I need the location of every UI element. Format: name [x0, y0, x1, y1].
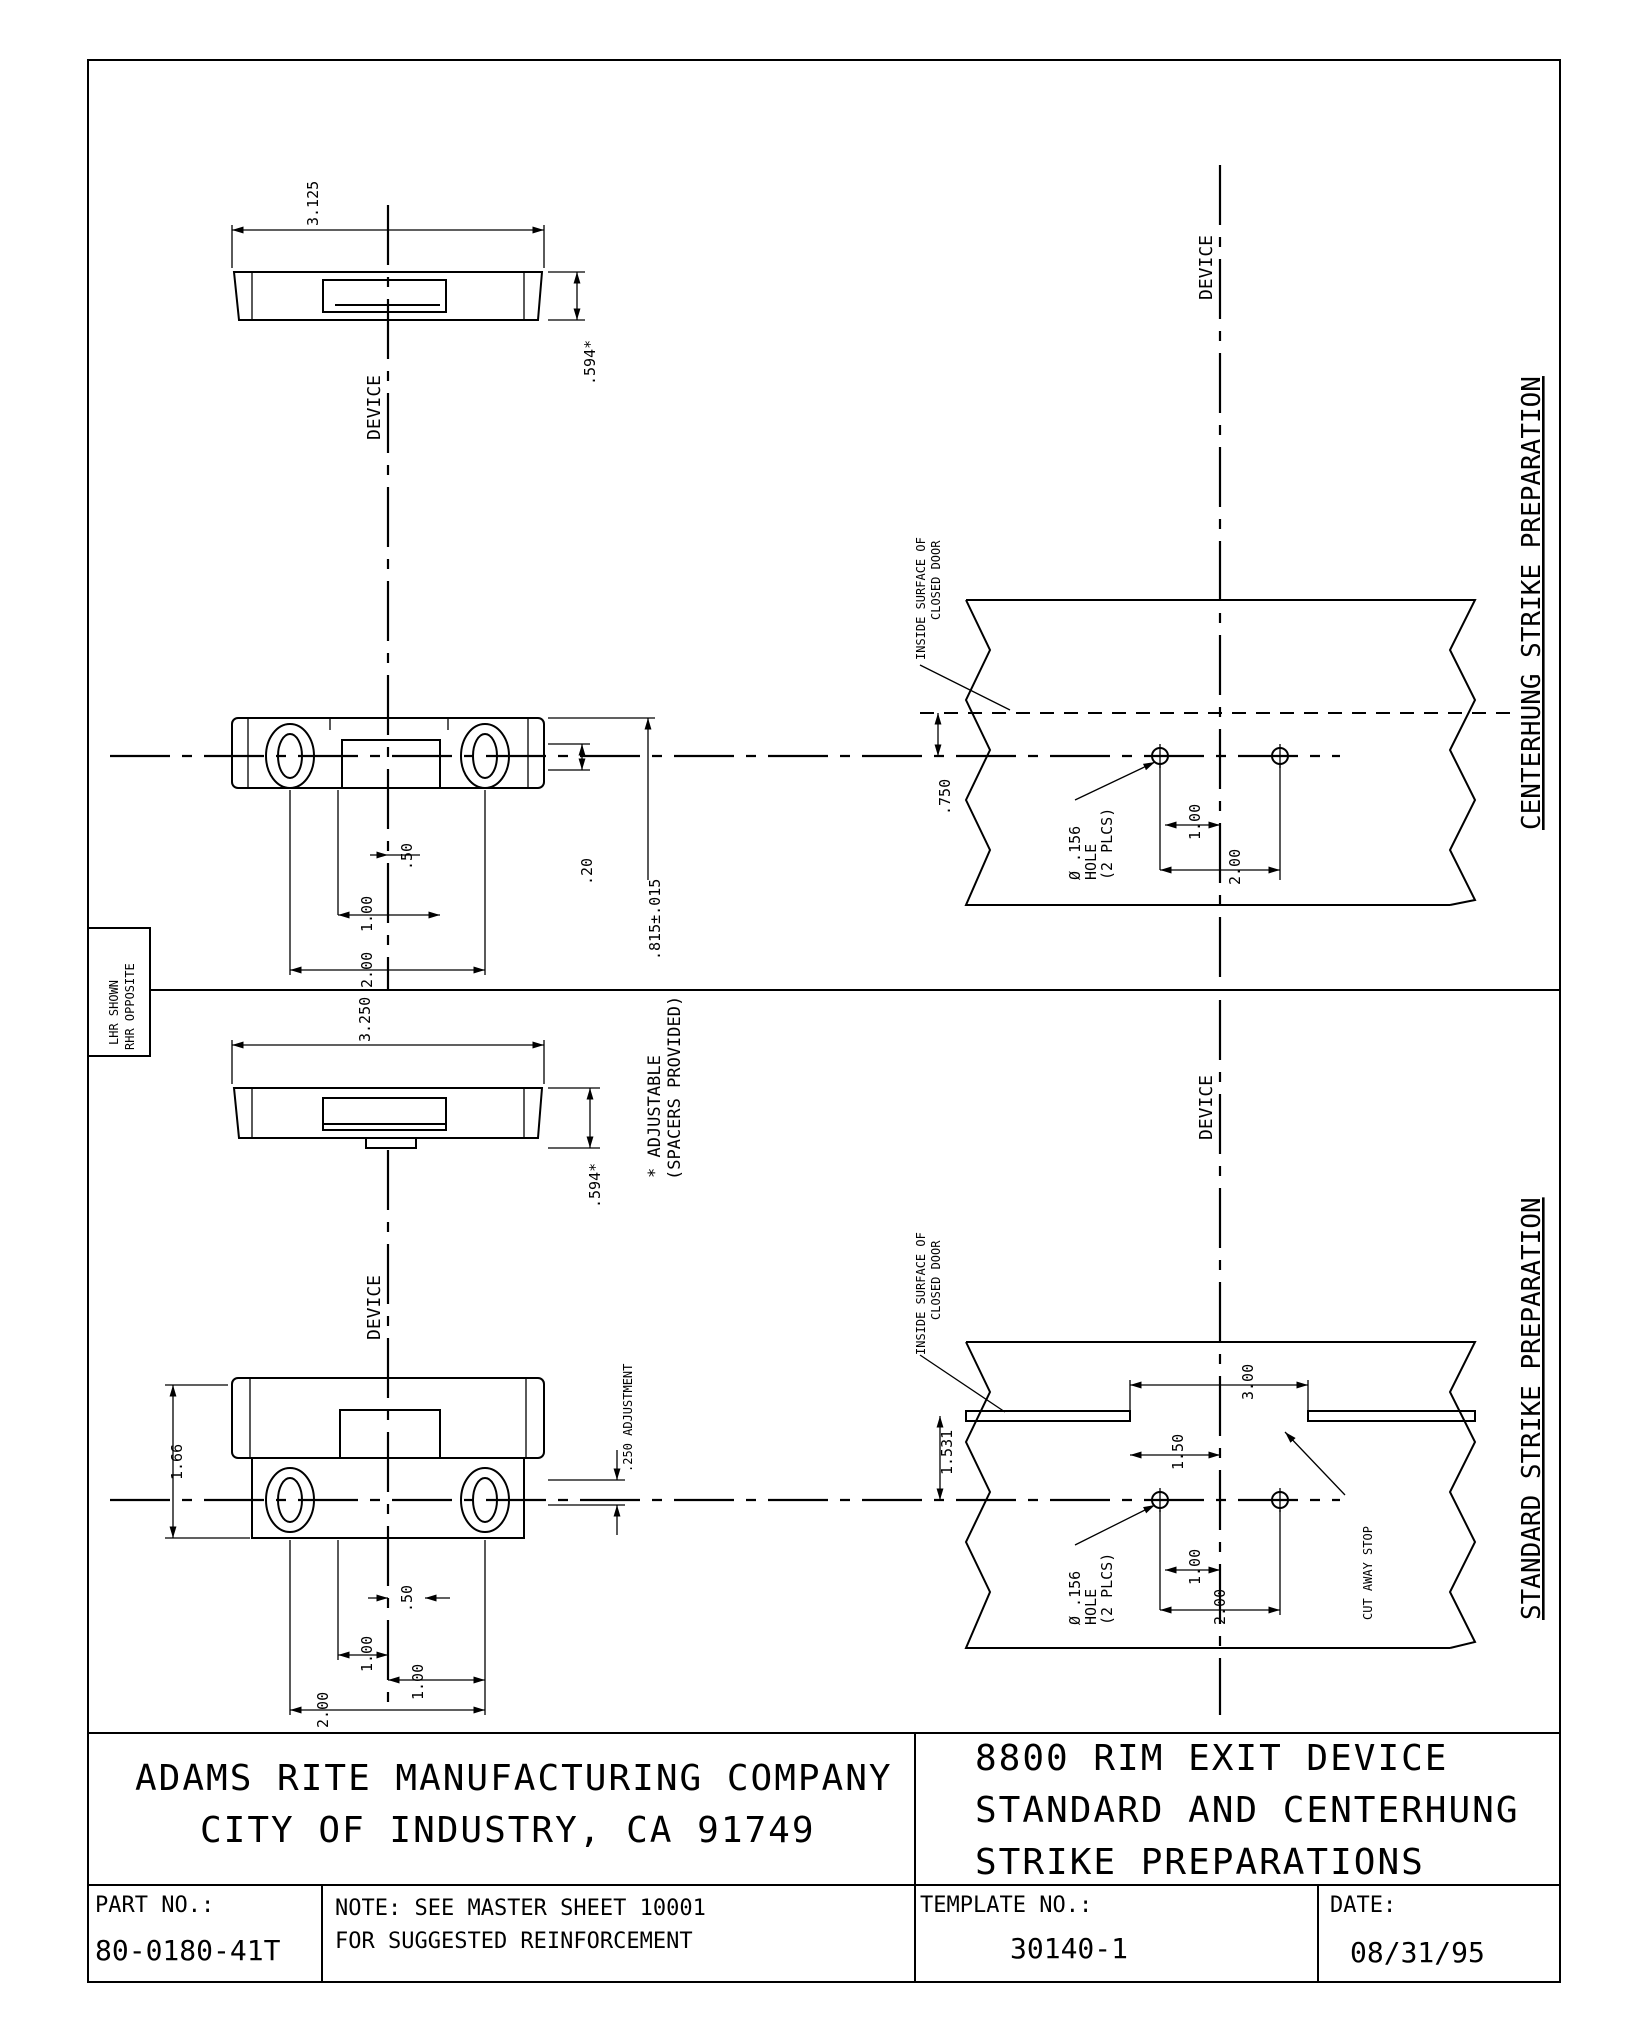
centerhung-door-dim-200: 2.00 [1226, 849, 1244, 885]
date-label: DATE: [1330, 1893, 1396, 1918]
centerhung-dim-20: .20 [578, 858, 596, 885]
product-line-2: STANDARD AND CENTERHUNG [975, 1790, 1520, 1831]
centerhung-dim-100: 1.00 [358, 896, 376, 932]
standard-door-note-1: INSIDE SURFACE OF [914, 1232, 928, 1355]
standard-dim-200: 2.00 [314, 1692, 332, 1728]
product-line-1: 8800 RIM EXIT DEVICE [975, 1738, 1448, 1779]
standard-adjustable-1: * ADJUSTABLE [645, 1055, 665, 1178]
centerhung-strike-front-view: .20 .815±.015 .50 1.00 2.00 [231, 717, 664, 988]
standard-dim-150: 1.50 [1169, 1434, 1187, 1470]
standard-device-label: DEVICE [364, 1275, 385, 1340]
centerhung-strike-top-view: 3.125 .594* [231, 181, 599, 385]
date-value: 08/31/95 [1350, 1936, 1485, 1969]
company-address: CITY OF INDUSTRY, CA 91749 [200, 1810, 816, 1851]
centerhung-section-title: CENTERHUNG STRIKE PREPARATION [1517, 376, 1547, 830]
standard-section-title: STANDARD STRIKE PREPARATION [1517, 1197, 1547, 1620]
standard-dim-300: 3.00 [1239, 1364, 1257, 1400]
standard-hole-3: (2 PLCS) [1098, 1553, 1116, 1625]
centerhung-depth-dim: .594* [581, 340, 599, 385]
hand-tag-line1: LHR SHOWN [107, 980, 121, 1045]
centerhung-door-dim-100: 1.00 [1186, 804, 1204, 840]
standard-hole-1: Ø .156 [1066, 1571, 1084, 1625]
part-number-value: 80-0180-41T [95, 1934, 281, 1967]
centerhung-dim-offset: .815±.015 [646, 879, 664, 960]
standard-door-device-label: DEVICE [1196, 1075, 1217, 1140]
standard-dim-50: .50 [398, 1585, 416, 1612]
product-line-3: STRIKE PREPARATIONS [975, 1842, 1425, 1883]
centerhung-door-device-label: DEVICE [1196, 235, 1217, 300]
centerhung-door-note-1: INSIDE SURFACE OF [914, 537, 928, 660]
standard-adjustable-2: (SPACERS PROVIDED) [665, 996, 685, 1180]
standard-dim-166: 1.66 [168, 1444, 186, 1480]
centerhung-door-note-2: CLOSED DOOR [929, 540, 943, 620]
centerhung-hole-3: (2 PLCS) [1098, 808, 1116, 880]
standard-dim-100-a: 1.00 [358, 1636, 376, 1672]
centerhung-dim-50: .50 [398, 843, 416, 870]
standard-cut-away: CUT AWAY STOP [1361, 1526, 1375, 1620]
company-name: ADAMS RITE MANUFACTURING COMPANY [135, 1758, 893, 1799]
standard-door-note-2: CLOSED DOOR [929, 1240, 943, 1320]
part-number-label: PART NO.: [95, 1893, 214, 1918]
hand-tag: LHR SHOWN RHR OPPOSITE [87, 927, 151, 1057]
sheet-border [87, 59, 1561, 1983]
centerhung-dim-750: .750 [936, 779, 954, 815]
template-label: TEMPLATE NO.: [920, 1893, 1092, 1918]
standard-dim-1531: 1.531 [938, 1430, 956, 1475]
standard-door-dim-200: 2.00 [1211, 1589, 1229, 1625]
standard-hole-2: HOLE [1082, 1589, 1100, 1625]
standard-width-dim: 3.250 [356, 997, 374, 1042]
centerhung-dim-200: 2.00 [358, 952, 376, 988]
standard-adjustment: .250 ADJUSTMENT [621, 1364, 635, 1472]
centerhung-device-label: DEVICE [364, 375, 385, 440]
centerhung-width-dim: 3.125 [304, 181, 322, 226]
standard-depth-dim: .594* [586, 1163, 604, 1208]
standard-strike-front-view: 1.66 .250 ADJUSTMENT .50 1.00 1.00 2.00 [165, 1364, 635, 1728]
centerhung-door-view: DEVICE 1.00 2.00 .750 Ø .156 HOLE (2 PLC… [914, 165, 1510, 990]
centerhung-hole-2: HOLE [1082, 844, 1100, 880]
standard-dim-100-b: 1.00 [409, 1664, 427, 1700]
note-line-2: FOR SUGGESTED REINFORCEMENT [335, 1929, 693, 1954]
standard-door-view: DEVICE 3.00 1.50 1.531 1.00 2.00 Ø .156 … [914, 1000, 1477, 1715]
hand-tag-line2: RHR OPPOSITE [123, 963, 137, 1050]
standard-strike-top-view: 3.250 .594* * ADJUSTABLE (SPACERS PROVID… [231, 996, 685, 1208]
note-line-1: NOTE: SEE MASTER SHEET 10001 [335, 1896, 706, 1921]
centerhung-hole-1: Ø .156 [1066, 826, 1084, 880]
standard-door-dim-100: 1.00 [1186, 1549, 1204, 1585]
template-value: 30140-1 [1010, 1932, 1128, 1965]
